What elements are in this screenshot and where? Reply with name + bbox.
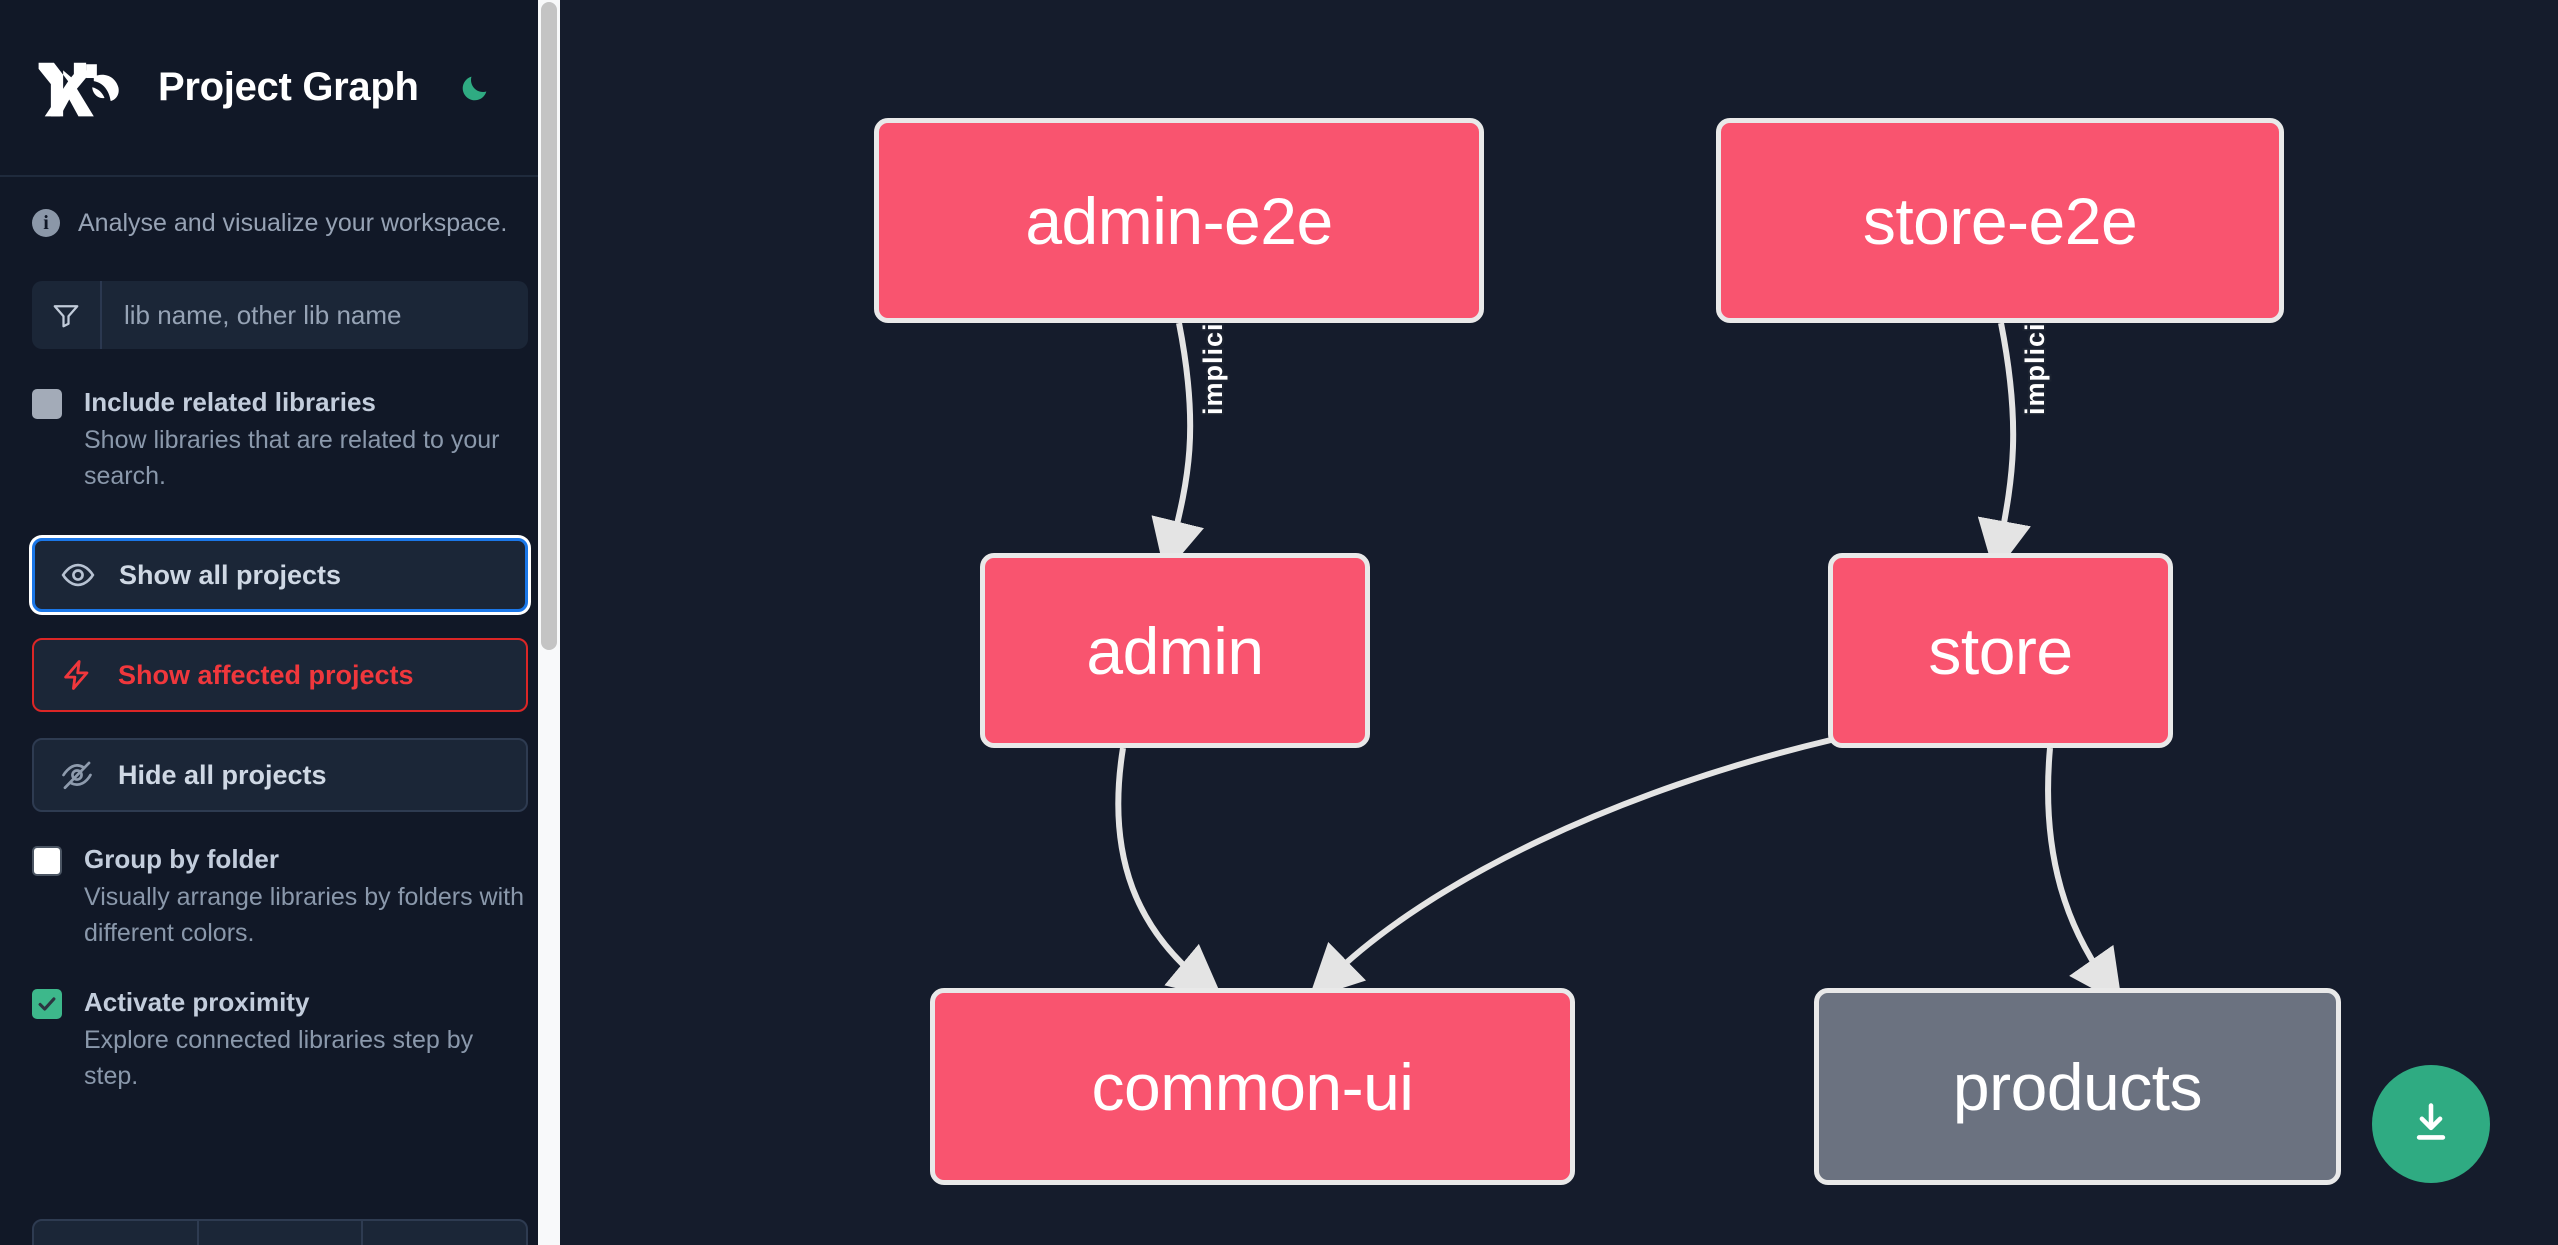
edge-store-products [2045, 747, 2123, 1005]
info-icon: i [32, 209, 60, 237]
tagline-text: Analyse and visualize your workspace. [78, 208, 508, 237]
edge-label-implicit-admin: implicit [1198, 312, 1228, 415]
group-by-folder-description: Visually arrange libraries by folders wi… [84, 883, 525, 947]
edge-store-e2e-store [1977, 322, 2031, 575]
sidebar-body: i Analyse and visualize your workspace. … [0, 177, 560, 1245]
activate-proximity-label: Activate proximity [84, 987, 310, 1018]
bolt-icon [64, 660, 89, 690]
graph-edges [1115, 322, 2123, 1005]
activate-proximity-checkbox[interactable] [32, 989, 62, 1020]
graph-node-common-ui-label: common-ui [1091, 1049, 1414, 1124]
check-icon [38, 997, 56, 1011]
activate-proximity-description: Explore connected libraries step by step… [84, 1026, 474, 1090]
graph-node-common-ui[interactable]: common-ui [930, 988, 1575, 1185]
segment-1[interactable] [34, 1221, 199, 1245]
visibility-button-group: Show all projects Show affected projects… [32, 538, 528, 813]
hide-all-projects-button[interactable]: Hide all projects [32, 738, 528, 813]
graph-node-store-e2e-label: store-e2e [1862, 183, 2138, 258]
sidebar-scrollbar[interactable] [538, 0, 560, 1245]
graph-node-store-e2e[interactable]: store-e2e [1716, 118, 2284, 323]
show-affected-projects-button[interactable]: Show affected projects [32, 638, 528, 713]
edge-label-implicit-store: implicit [2020, 312, 2050, 415]
option-include-related-libraries[interactable]: Include related libraries Show libraries… [32, 385, 528, 494]
show-all-projects-label: Show all projects [119, 559, 342, 590]
graph-node-products-label: products [1952, 1049, 2203, 1124]
eye-off-icon [62, 761, 92, 790]
moon-icon[interactable] [453, 66, 497, 110]
show-all-projects-button[interactable]: Show all projects [32, 538, 528, 613]
sidebar: Project Graph i Analyse and visualize yo… [0, 0, 560, 1245]
include-related-libraries-label: Include related libraries [84, 387, 376, 417]
include-related-libraries-description: Show libraries that are related to your … [84, 426, 500, 490]
eye-icon [61, 563, 95, 587]
edge-admin-e2e-admin [1151, 322, 1204, 575]
graph-node-store-label: store [1928, 613, 2073, 688]
graph-node-admin-e2e-label: admin-e2e [1025, 183, 1333, 258]
graph-node-admin-label: admin [1086, 613, 1264, 688]
nx-logo-icon [34, 52, 126, 124]
download-icon[interactable] [2372, 1065, 2490, 1183]
option-group-by-folder[interactable]: Group by folder Visually arrange librari… [32, 842, 528, 951]
group-by-folder-label: Group by folder [84, 844, 279, 875]
search-input[interactable] [102, 281, 528, 349]
edge-store-common-ui [1308, 737, 1832, 999]
segment-2[interactable] [199, 1221, 364, 1245]
segment-3[interactable] [363, 1221, 526, 1245]
hide-all-projects-label: Hide all projects [118, 759, 327, 790]
graph-node-admin[interactable]: admin [980, 553, 1370, 748]
proximity-segmented-control[interactable] [32, 1219, 528, 1245]
sidebar-header: Project Graph [0, 0, 560, 177]
include-related-libraries-checkbox[interactable] [32, 389, 62, 419]
graph-node-products[interactable]: products [1814, 988, 2341, 1185]
show-affected-projects-label: Show affected projects [118, 659, 414, 690]
graph-node-store[interactable]: store [1828, 553, 2173, 748]
edge-admin-common-ui [1115, 747, 1224, 1000]
sidebar-scrollbar-thumb[interactable] [541, 2, 557, 650]
graph-canvas[interactable]: implicit implicit admin-e2e store-e2e ad… [560, 0, 2558, 1245]
group-by-folder-checkbox[interactable] [32, 846, 62, 877]
search-field[interactable] [32, 281, 528, 349]
option-activate-proximity[interactable]: Activate proximity Explore connected lib… [32, 985, 528, 1094]
filter-icon [32, 281, 102, 349]
app-title: Project Graph [158, 65, 419, 109]
tagline: i Analyse and visualize your workspace. [32, 177, 528, 269]
graph-node-admin-e2e[interactable]: admin-e2e [874, 118, 1484, 323]
